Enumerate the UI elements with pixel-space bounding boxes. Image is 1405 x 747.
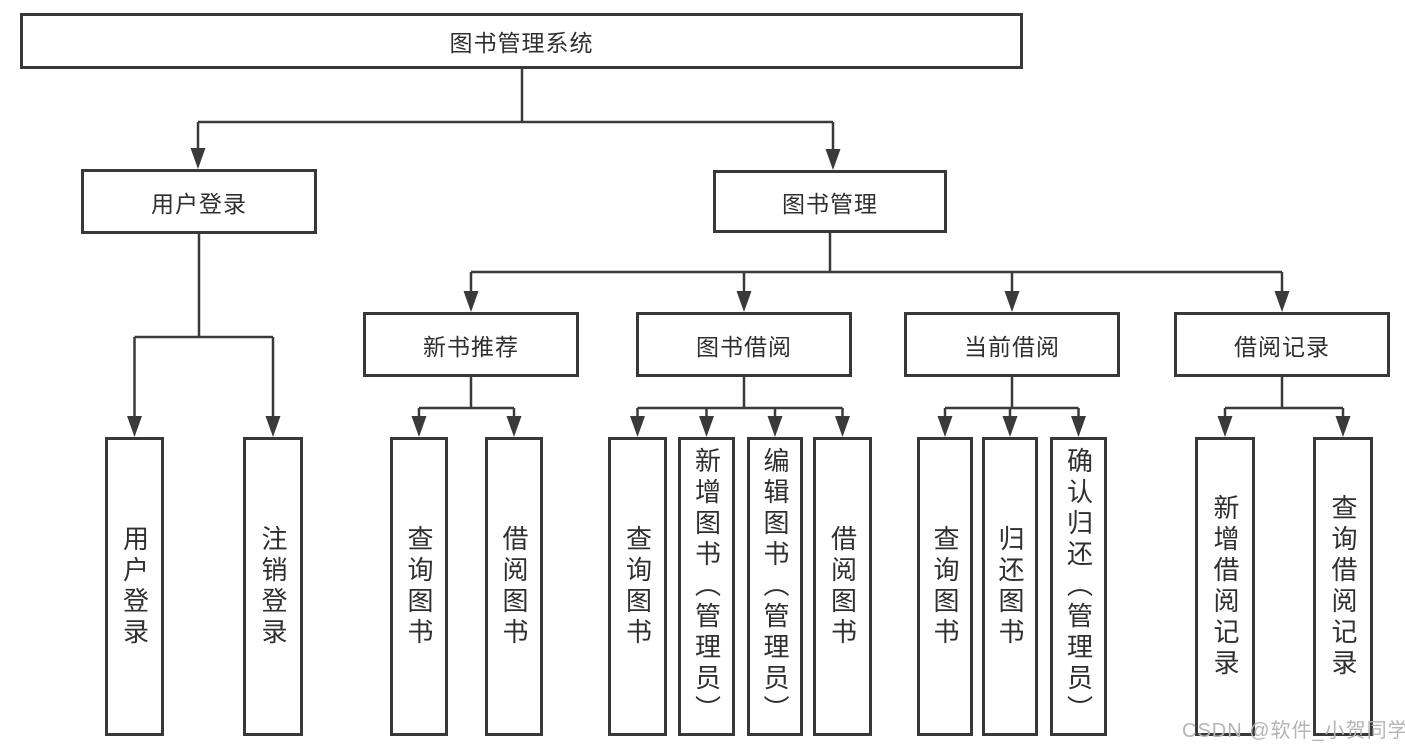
leaf-edit-book-admin: 编辑图书（管理员）: [747, 437, 803, 736]
arrowhead-icon: [1002, 416, 1018, 437]
leaf-label: 查询图书: [930, 524, 960, 649]
arrowhead-icon: [1004, 291, 1020, 312]
node-book-borrow: 图书借阅: [636, 312, 852, 377]
node-label: 借阅记录: [1234, 333, 1330, 360]
arrowhead-icon: [767, 416, 783, 437]
arrowhead-icon: [127, 416, 142, 437]
arrowhead-icon: [1335, 416, 1351, 437]
leaf-confirm-return-admin: 确认归还（管理员）: [1050, 437, 1107, 736]
leaf-add-book-admin: 新增图书（管理员）: [678, 437, 735, 736]
leaf-query-books-borrow: 查询图书: [608, 437, 667, 736]
leaf-query-books-current: 查询图书: [917, 437, 973, 736]
leaf-label: 新增图书（管理员）: [691, 447, 722, 726]
leaf-label: 查询图书: [404, 524, 434, 649]
node-label: 图书管理系统: [449, 30, 594, 56]
leaf-return-book: 归还图书: [982, 437, 1038, 736]
arrowhead-icon: [835, 416, 850, 437]
node-label: 图书借阅: [696, 333, 792, 360]
node-label: 新书推荐: [423, 333, 519, 360]
leaf-label: 查询图书: [622, 524, 653, 649]
arrowhead-icon: [825, 149, 841, 170]
arrowhead-icon: [190, 148, 206, 169]
leaf-label: 查询借阅记录: [1328, 493, 1358, 680]
leaf-query-borrow-record: 查询借阅记录: [1313, 437, 1373, 736]
node-user-login: 用户登录: [81, 169, 317, 234]
arrowhead-icon: [630, 416, 645, 437]
leaf-add-borrow-record: 新增借阅记录: [1195, 437, 1255, 736]
leaf-label: 归还图书: [995, 524, 1025, 649]
node-root: 图书管理系统: [20, 13, 1023, 69]
arrowhead-icon: [463, 291, 479, 312]
leaf-label: 借阅图书: [827, 524, 858, 649]
leaf-label: 借阅图书: [499, 524, 529, 649]
leaf-label: 新增借阅记录: [1210, 493, 1240, 680]
arrowhead-icon: [736, 291, 752, 312]
node-label: 当前借阅: [964, 333, 1060, 360]
arrowhead-icon: [506, 416, 522, 437]
tree-edges: [133, 69, 1345, 418]
node-label: 图书管理: [782, 190, 878, 217]
leaf-label: 确认归还（管理员）: [1063, 447, 1094, 726]
arrowhead-icon: [1274, 291, 1290, 312]
leaf-logout: 注销登录: [243, 437, 303, 736]
node-new-book-recommend: 新书推荐: [363, 312, 579, 377]
arrowhead-icon: [1217, 416, 1233, 437]
leaf-borrow-books-recommend: 借阅图书: [485, 437, 543, 736]
arrowhead-icon: [1071, 416, 1086, 437]
leaf-label: 用户登录: [119, 524, 150, 649]
leaf-query-books-recommend: 查询图书: [390, 437, 448, 736]
node-book-management: 图书管理: [713, 170, 947, 233]
leaf-borrow-books: 借阅图书: [813, 437, 872, 736]
node-current-borrow: 当前借阅: [904, 312, 1120, 377]
watermark-text: CSDN @软件_小贺同学: [1182, 720, 1405, 742]
node-label: 用户登录: [151, 190, 247, 217]
leaf-label: 编辑图书（管理员）: [760, 447, 790, 726]
leaf-label: 注销登录: [258, 524, 288, 649]
arrowhead-icon: [937, 416, 953, 437]
node-borrow-records: 借阅记录: [1174, 312, 1390, 377]
arrowhead-icon: [699, 416, 714, 437]
arrowhead-icon: [265, 416, 281, 437]
leaf-user-login: 用户登录: [105, 437, 164, 736]
arrowhead-icon: [411, 416, 427, 437]
